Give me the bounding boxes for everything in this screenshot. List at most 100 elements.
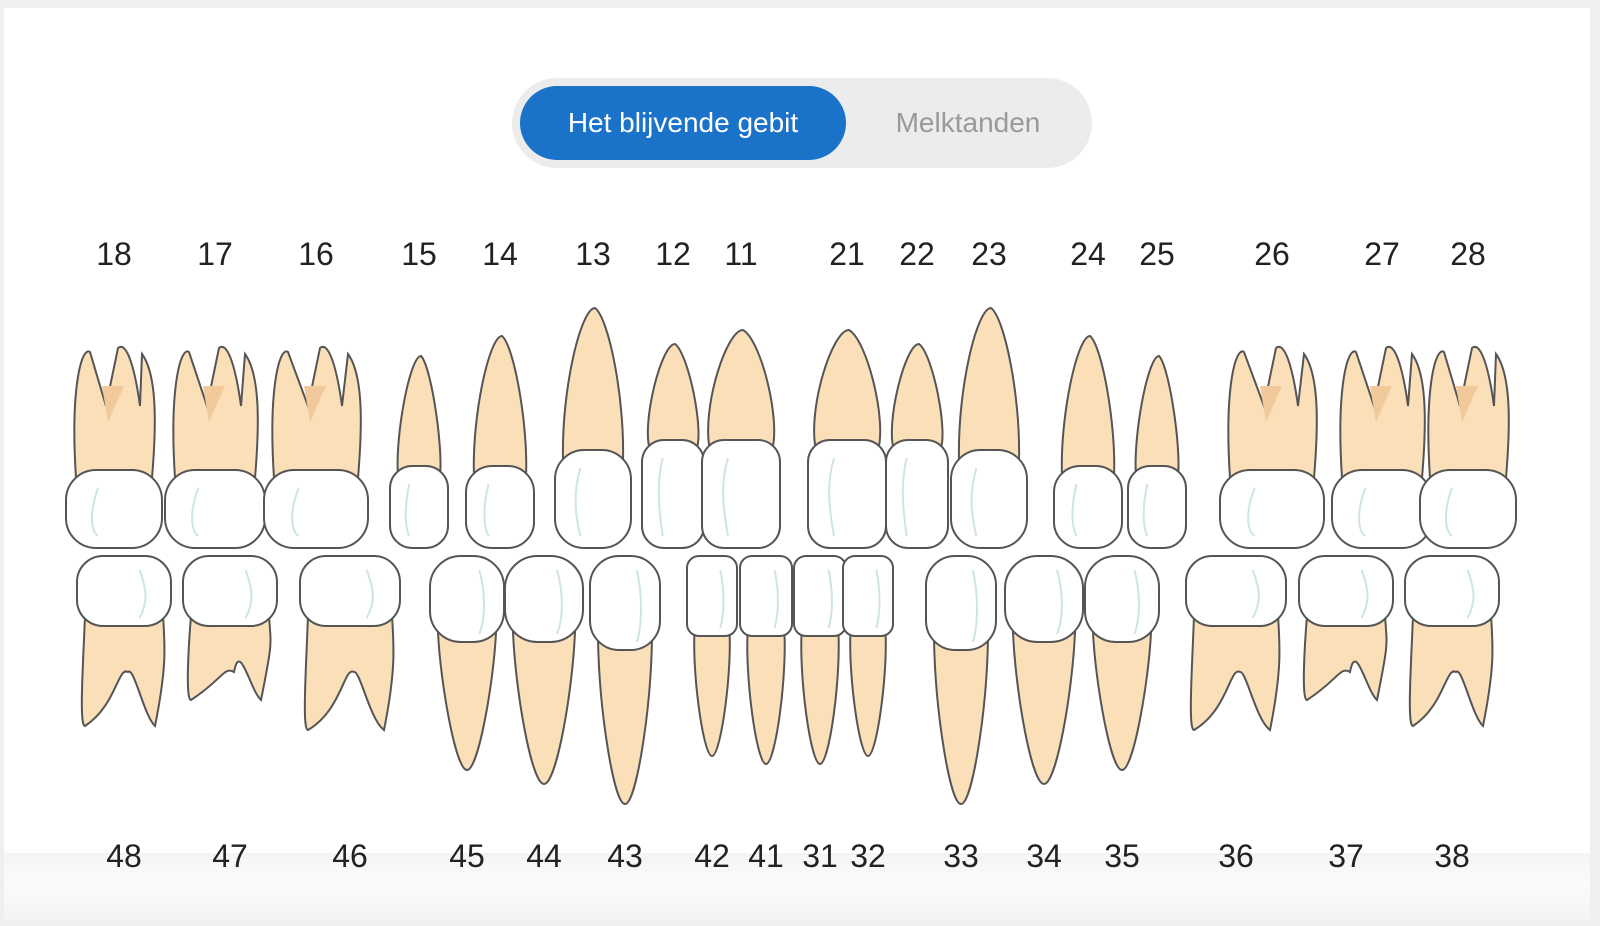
lower-tooth-41-crown bbox=[739, 555, 793, 637]
lower-tooth-46-crown-line bbox=[365, 569, 374, 619]
lower-tooth-number-42: 42 bbox=[694, 838, 730, 874]
upper-tooth-11-root bbox=[707, 328, 776, 451]
upper-tooth-26-crown-line bbox=[1247, 487, 1256, 537]
lower-tooth-34-crown-line bbox=[1056, 569, 1063, 635]
bottom-number-band bbox=[4, 853, 1590, 920]
upper-tooth-27-crown-line bbox=[1358, 487, 1367, 537]
upper-tooth-21-crown bbox=[807, 439, 887, 549]
lower-tooth-42-crown bbox=[686, 555, 738, 637]
lower-tooth-38-crown-line bbox=[1466, 569, 1475, 619]
upper-tooth-28-crown bbox=[1419, 469, 1517, 549]
lower-tooth-48-crown-line bbox=[138, 569, 147, 619]
upper-tooth-22-crown-line bbox=[901, 457, 908, 537]
upper-tooth-number-16: 16 bbox=[298, 236, 334, 272]
upper-tooth-11-crown-line bbox=[722, 457, 729, 537]
lower-tooth-number-46: 46 bbox=[332, 838, 368, 874]
upper-tooth-number-27: 27 bbox=[1364, 236, 1400, 272]
lower-tooth-41-crown-line bbox=[773, 569, 779, 629]
upper-tooth-18-root-shadow bbox=[102, 386, 124, 422]
milk-teeth-button[interactable]: Melktanden bbox=[895, 107, 1041, 138]
upper-tooth-number-22: 22 bbox=[899, 236, 935, 272]
lower-tooth-number-44: 44 bbox=[526, 838, 562, 874]
upper-tooth-17-crown-line bbox=[191, 487, 200, 537]
lower-tooth-number-38: 38 bbox=[1434, 838, 1470, 874]
lower-tooth-37-root bbox=[1302, 615, 1388, 702]
upper-tooth-26-crown bbox=[1219, 469, 1325, 549]
lower-tooth-37-crown-line bbox=[1360, 569, 1369, 619]
upper-tooth-16-crown bbox=[263, 469, 369, 549]
upper-tooth-18-crown bbox=[65, 469, 163, 549]
upper-tooth-25-crown-line bbox=[1142, 483, 1149, 537]
lower-tooth-48-crown bbox=[76, 555, 172, 627]
upper-tooth-13-crown bbox=[554, 449, 632, 549]
upper-tooth-17-root bbox=[172, 345, 259, 479]
lower-tooth-44-crown bbox=[504, 555, 584, 643]
lower-tooth-42-crown-line bbox=[719, 569, 725, 629]
upper-tooth-17-root-shadow bbox=[203, 386, 225, 422]
lower-tooth-36-crown-line bbox=[1251, 569, 1260, 619]
lower-tooth-43-root bbox=[596, 639, 654, 806]
upper-tooth-11-crown bbox=[701, 439, 781, 549]
upper-tooth-24-crown bbox=[1053, 465, 1123, 549]
upper-tooth-13-crown-line bbox=[574, 467, 582, 537]
lower-tooth-36-root bbox=[1189, 615, 1281, 732]
lower-tooth-46-crown bbox=[299, 555, 401, 627]
lower-tooth-45-crown bbox=[429, 555, 505, 643]
lower-tooth-38-root bbox=[1408, 615, 1494, 728]
upper-tooth-28-root bbox=[1427, 345, 1510, 479]
lower-tooth-number-33: 33 bbox=[943, 838, 979, 874]
permanent-teeth-button[interactable]: Het blijvende gebit bbox=[520, 86, 846, 160]
upper-tooth-number-14: 14 bbox=[482, 236, 518, 272]
lower-tooth-45-crown-line bbox=[478, 569, 485, 635]
upper-tooth-24-root bbox=[1060, 334, 1116, 477]
lower-tooth-37-crown bbox=[1298, 555, 1394, 627]
upper-tooth-24-crown-line bbox=[1071, 483, 1078, 537]
upper-tooth-14-crown-line bbox=[483, 483, 490, 537]
lower-tooth-47-crown-line bbox=[244, 569, 253, 619]
lower-tooth-33-crown bbox=[925, 555, 997, 651]
upper-tooth-15-root bbox=[396, 354, 442, 477]
lower-tooth-number-43: 43 bbox=[607, 838, 643, 874]
lower-tooth-34-root bbox=[1011, 631, 1077, 786]
lower-tooth-45-root bbox=[436, 631, 498, 772]
lower-tooth-32-crown bbox=[842, 555, 894, 637]
upper-tooth-number-17: 17 bbox=[197, 236, 233, 272]
upper-tooth-26-root-shadow bbox=[1260, 386, 1282, 422]
lower-tooth-35-root bbox=[1091, 631, 1153, 772]
lower-tooth-47-root bbox=[186, 615, 272, 702]
upper-tooth-21-root bbox=[813, 328, 882, 451]
upper-tooth-28-root-shadow bbox=[1456, 386, 1478, 422]
upper-tooth-27-crown bbox=[1331, 469, 1433, 549]
lower-tooth-number-41: 41 bbox=[748, 838, 784, 874]
upper-tooth-15-crown-line bbox=[404, 483, 411, 537]
upper-tooth-21-crown-line bbox=[828, 457, 835, 537]
upper-tooth-25-root bbox=[1134, 354, 1180, 477]
upper-tooth-25-crown bbox=[1127, 465, 1187, 549]
lower-tooth-number-34: 34 bbox=[1026, 838, 1062, 874]
upper-tooth-number-25: 25 bbox=[1139, 236, 1175, 272]
lower-tooth-31-crown bbox=[793, 555, 847, 637]
lower-tooth-number-35: 35 bbox=[1104, 838, 1140, 874]
lower-tooth-number-48: 48 bbox=[106, 838, 142, 874]
upper-tooth-16-crown-line bbox=[291, 487, 300, 537]
lower-tooth-35-crown-line bbox=[1133, 569, 1140, 635]
lower-tooth-44-crown-line bbox=[556, 569, 563, 635]
upper-tooth-23-root bbox=[957, 306, 1021, 461]
upper-tooth-23-crown-line bbox=[970, 467, 978, 537]
lower-tooth-47-crown bbox=[182, 555, 278, 627]
lower-tooth-38-crown bbox=[1404, 555, 1500, 627]
lower-tooth-number-36: 36 bbox=[1218, 838, 1254, 874]
lower-tooth-34-crown bbox=[1004, 555, 1084, 643]
upper-tooth-number-12: 12 bbox=[655, 236, 691, 272]
lower-tooth-32-root bbox=[849, 625, 887, 758]
lower-tooth-32-crown-line bbox=[875, 569, 881, 629]
lower-tooth-48-root bbox=[80, 615, 166, 728]
upper-tooth-12-crown bbox=[641, 439, 705, 549]
lower-tooth-33-crown-line bbox=[971, 569, 978, 643]
lower-tooth-43-crown bbox=[589, 555, 661, 651]
upper-tooth-17-crown bbox=[164, 469, 266, 549]
upper-tooth-18-root bbox=[73, 345, 156, 479]
upper-tooth-number-26: 26 bbox=[1254, 236, 1290, 272]
lower-tooth-number-45: 45 bbox=[449, 838, 485, 874]
